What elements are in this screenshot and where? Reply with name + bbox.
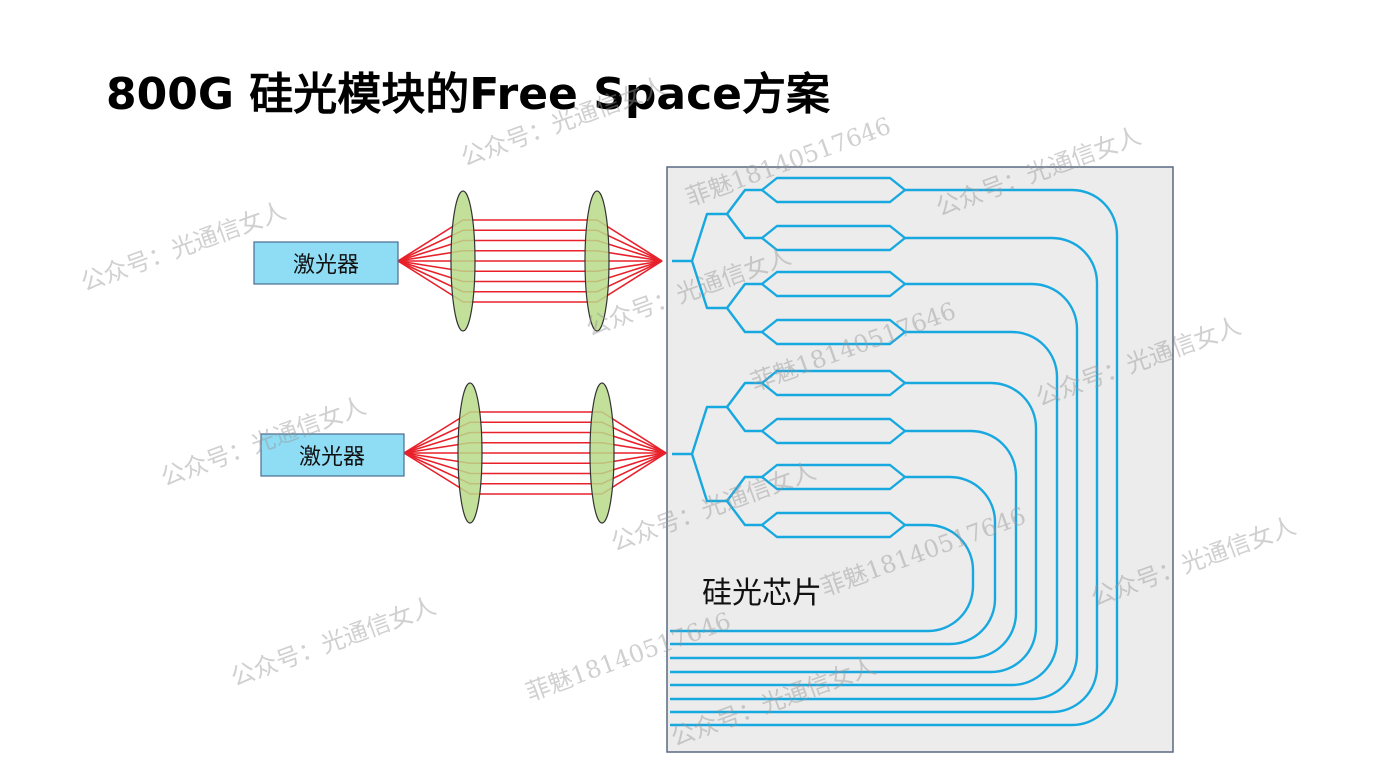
output-waveguide <box>670 523 975 633</box>
light-ray <box>403 452 667 485</box>
chip-label: 硅光芯片 <box>702 576 822 611</box>
splitter-level-2 <box>726 188 762 240</box>
laser-2: 激光器 <box>260 433 405 477</box>
light-ray <box>403 441 667 454</box>
laser-1: 激光器 <box>253 241 399 285</box>
light-ray <box>403 452 667 465</box>
light-ray <box>397 260 663 293</box>
light-ray <box>397 260 663 283</box>
splitter-level-2 <box>726 475 762 527</box>
output-waveguide <box>670 330 1059 687</box>
silicon-chip <box>666 166 1174 753</box>
output-waveguide <box>670 475 997 646</box>
light-ray <box>397 260 663 303</box>
splitter-level-2 <box>726 282 762 334</box>
laser-1-label: 激光器 <box>293 253 359 278</box>
collimating-lens <box>457 382 483 524</box>
output-waveguide <box>670 188 1119 727</box>
laser-2-label: 激光器 <box>299 445 365 470</box>
page-title: 800G 硅光模块的Free Space方案 <box>106 69 831 120</box>
light-ray <box>397 229 663 262</box>
splitter-level-1 <box>672 405 727 503</box>
output-waveguide <box>670 381 1038 674</box>
output-waveguide <box>670 236 1099 714</box>
focusing-lens <box>589 382 615 524</box>
optics <box>397 190 667 524</box>
output-waveguide <box>670 282 1079 701</box>
output-waveguide <box>670 429 1018 660</box>
splitter-level-1 <box>672 212 727 310</box>
collimating-lens <box>450 190 476 332</box>
light-ray <box>403 411 667 454</box>
splitter-level-2 <box>726 381 762 433</box>
light-ray <box>403 431 667 454</box>
light-ray <box>403 421 667 454</box>
focusing-lens <box>584 190 610 332</box>
waveguide-network <box>670 176 1119 727</box>
light-ray <box>397 239 663 262</box>
light-ray <box>397 219 663 262</box>
light-ray <box>403 452 667 475</box>
light-ray <box>397 249 663 262</box>
light-ray <box>397 260 663 273</box>
light-ray <box>403 452 667 495</box>
